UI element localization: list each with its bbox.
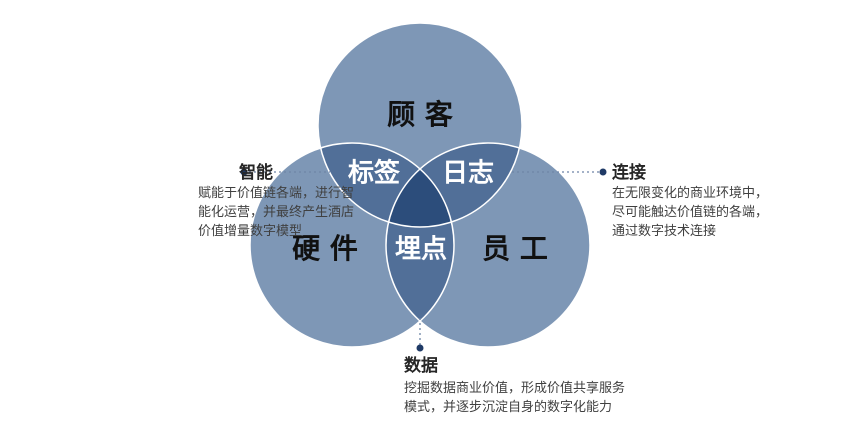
annotation-connection-text: 在无限变化的商业环境中， 尽可能触达价值链的各端， 通过数字技术连接 bbox=[612, 186, 769, 239]
annotation-connection-title: 连接 bbox=[612, 163, 646, 183]
circle-outline-top bbox=[317, 22, 523, 228]
annotation-connection: 连接 在无限变化的商业环境中， 尽可能触达价值链的各端， 通过数字技术连接 bbox=[612, 162, 862, 241]
connector-dot-right bbox=[599, 168, 607, 176]
overlap-center bbox=[386, 143, 454, 227]
label-staff: 员 工 bbox=[482, 232, 548, 265]
connector-dot-bottom bbox=[416, 344, 424, 352]
annotation-intelligence: 智能 赋能于价值链各端，进行智 能化运营，并最终产生酒店 价值增量数字模型 bbox=[198, 162, 443, 241]
label-hardware: 硬 件 bbox=[292, 232, 358, 265]
annotation-intelligence-text: 赋能于价值链各端，进行智 能化运营，并最终产生酒店 价值增量数字模型 bbox=[198, 186, 355, 239]
annotation-data-title: 数据 bbox=[404, 356, 438, 376]
connector-dot-left bbox=[240, 168, 248, 176]
label-tags: 标签 bbox=[348, 158, 401, 189]
label-tracking: 埋点 bbox=[395, 234, 447, 265]
annotation-data: 数据 挖掘数据商业价值，形成价值共享服务 模式，并逐步沉淀自身的数字化能力 bbox=[404, 355, 704, 417]
annotation-intelligence-title: 智能 bbox=[239, 163, 273, 183]
circle-outline-right bbox=[385, 142, 591, 348]
label-customer: 顾 客 bbox=[387, 98, 454, 131]
circle-outline-left bbox=[249, 142, 455, 348]
label-logs: 日志 bbox=[442, 159, 494, 189]
annotation-data-text: 挖掘数据商业价值，形成价值共享服务 模式，并逐步沉淀自身的数字化能力 bbox=[404, 381, 626, 415]
